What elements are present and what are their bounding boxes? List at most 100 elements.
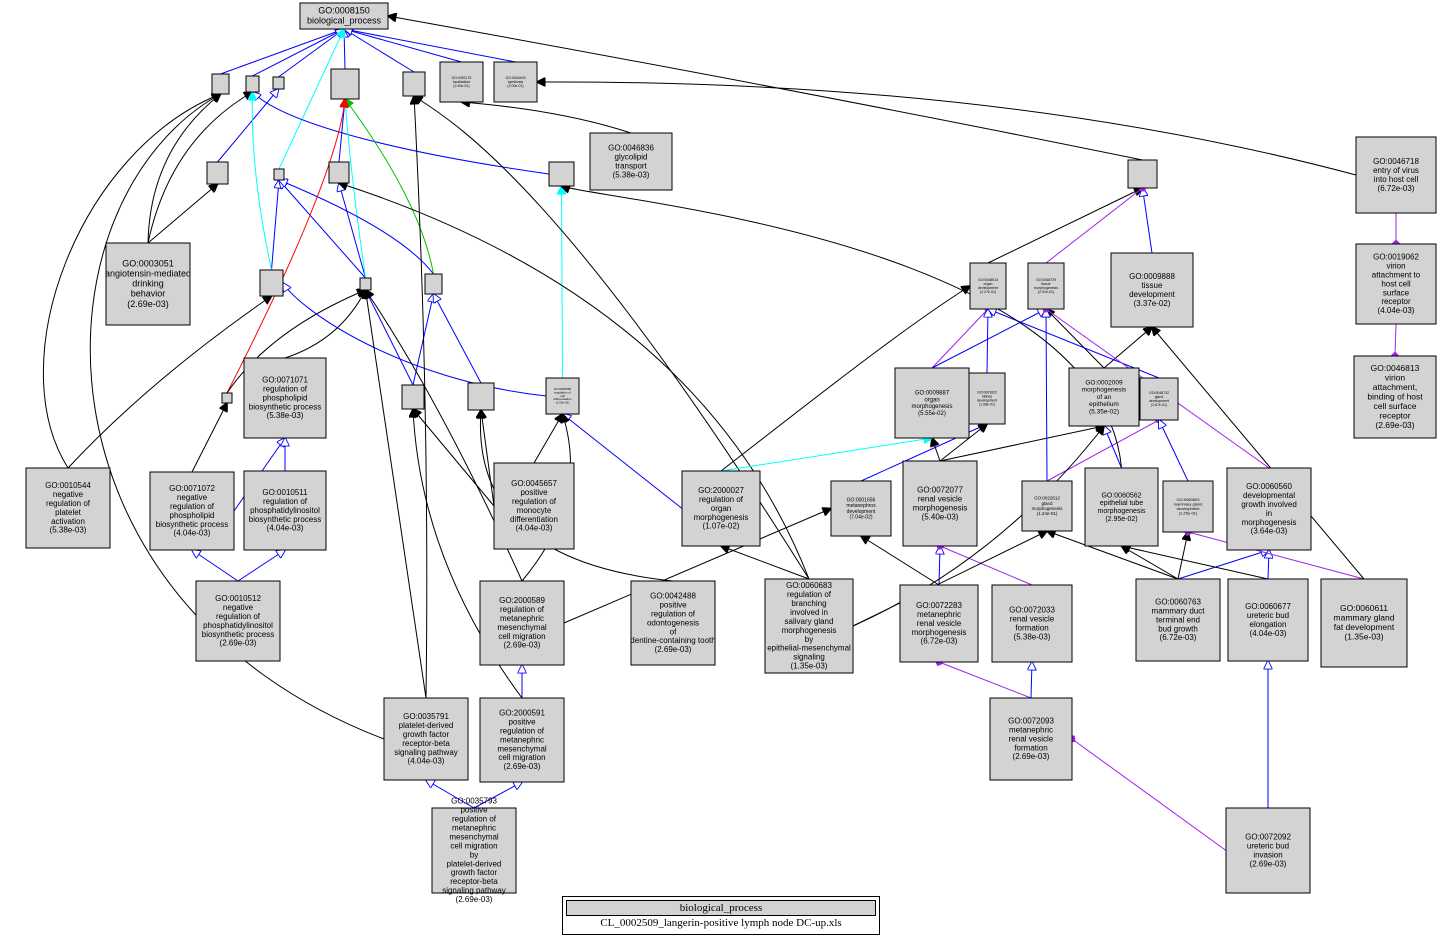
edge-reg <box>720 286 970 472</box>
node-label-line: metanephric <box>500 735 544 744</box>
node-label-line: phospholipid <box>170 511 215 520</box>
node-label-line: (6.72e-03) <box>1378 184 1415 193</box>
unlabelled-go-node[interactable] <box>548 161 575 187</box>
node-label-line: regulation of <box>699 495 744 504</box>
node-label-line: in <box>1266 509 1272 518</box>
node-label-line: biosynthetic process <box>202 630 274 639</box>
go-node-go-0003051[interactable]: GO:0003051angiotensin-mediateddrinkingbe… <box>105 242 191 326</box>
edge-reg <box>366 290 427 699</box>
edge-reg <box>42 94 220 469</box>
unlabelled-go-node[interactable] <box>359 277 372 291</box>
go-node-go-0001656[interactable]: GO:0001656metanephrosdevelopment(7.04e-0… <box>830 480 892 537</box>
unlabelled-go-node[interactable] <box>1127 159 1158 189</box>
edge-pos <box>345 99 434 275</box>
edge-part <box>1188 532 1365 580</box>
unlabelled-go-node[interactable] <box>330 68 360 100</box>
node-label-line: platelet-derived <box>447 859 502 868</box>
node-label-line: metanephric <box>452 823 496 832</box>
node-label-line: GO:0060611 <box>1340 603 1388 613</box>
unlabelled-go-node[interactable] <box>211 73 230 95</box>
node-label-line: GO:0048513 <box>978 278 998 282</box>
node-box <box>221 392 233 404</box>
unlabelled-go-node[interactable] <box>328 161 350 184</box>
node-box <box>195 580 281 662</box>
unlabelled-go-node[interactable] <box>259 269 284 297</box>
node-label-line: GO:0009887 <box>915 391 950 397</box>
edge-part <box>1072 739 1227 851</box>
node-label-line: entry of virus <box>1373 166 1419 175</box>
unlabelled-go-node[interactable] <box>272 76 285 90</box>
unlabelled-go-node[interactable] <box>402 71 426 97</box>
edge-part <box>1395 323 1396 356</box>
node-label-line: GO:0060677 <box>1245 602 1291 611</box>
edge-is-a <box>987 309 988 374</box>
node-label-line: signaling pathway <box>442 886 506 895</box>
node-label-line: regulation of <box>216 612 261 621</box>
node-box <box>299 2 389 30</box>
node-box <box>630 580 716 666</box>
node-label-line: GO:0001656 <box>847 498 876 504</box>
node-label-line: monocyte <box>517 506 552 515</box>
unlabelled-go-node[interactable] <box>401 384 425 410</box>
edge-is-a <box>1143 188 1153 254</box>
edge-occ <box>345 99 366 279</box>
unlabelled-go-node[interactable] <box>424 273 443 295</box>
node-label-line: development <box>1149 399 1169 403</box>
unlabelled-go-node[interactable] <box>221 392 233 404</box>
node-box <box>1084 467 1159 547</box>
node-label-line: morphogenesis <box>1082 387 1127 394</box>
node-label-line: negative <box>223 603 254 612</box>
unlabelled-go-node[interactable] <box>206 161 229 185</box>
edge-is-a <box>344 29 462 63</box>
unlabelled-go-node[interactable] <box>273 168 285 181</box>
unlabelled-go-node[interactable] <box>245 75 260 93</box>
node-box <box>211 73 230 95</box>
legend-filename: CL_0002509_langerin-positive lymph node … <box>600 917 842 929</box>
node-box <box>1355 136 1437 214</box>
unlabelled-go-node[interactable] <box>467 382 495 411</box>
edge-is-a <box>1046 309 1047 482</box>
node-label-line: morphogenesis <box>1034 286 1058 290</box>
